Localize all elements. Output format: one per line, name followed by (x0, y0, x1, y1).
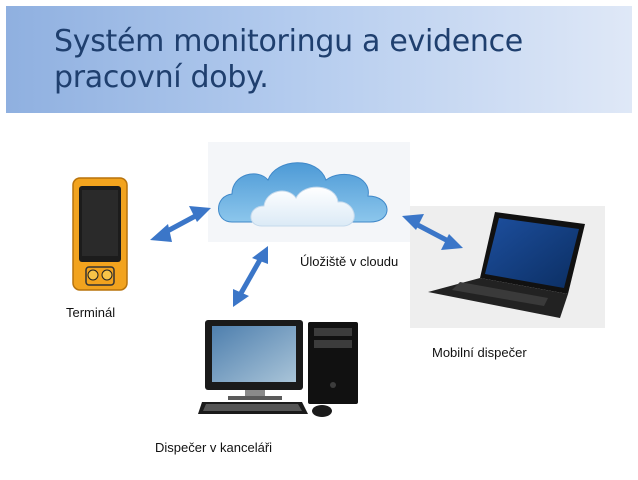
laptop-label: Mobilní dispečer (432, 345, 527, 360)
desktop-label: Dispečer v kanceláři (155, 440, 273, 455)
desktop-computer-icon (198, 320, 358, 417)
terminal-label: Terminál (66, 305, 116, 320)
arrow-terminal-cloud (150, 206, 211, 242)
title-line-1: Systém monitoringu a evidence (54, 24, 523, 59)
page-title: Systém monitoringu a evidence pracovní d… (54, 24, 523, 96)
arrow-cloud-desktop (233, 246, 268, 307)
cloud-label: Úložiště v cloudu (300, 254, 399, 269)
arrow-cloud-laptop (402, 214, 463, 250)
laptop-icon (410, 206, 605, 328)
terminal-device-icon (72, 177, 128, 291)
cloud-storage-icon (208, 142, 410, 242)
title-line-2: pracovní doby. (54, 60, 269, 95)
title-banner: Systém monitoringu a evidence pracovní d… (6, 6, 632, 113)
